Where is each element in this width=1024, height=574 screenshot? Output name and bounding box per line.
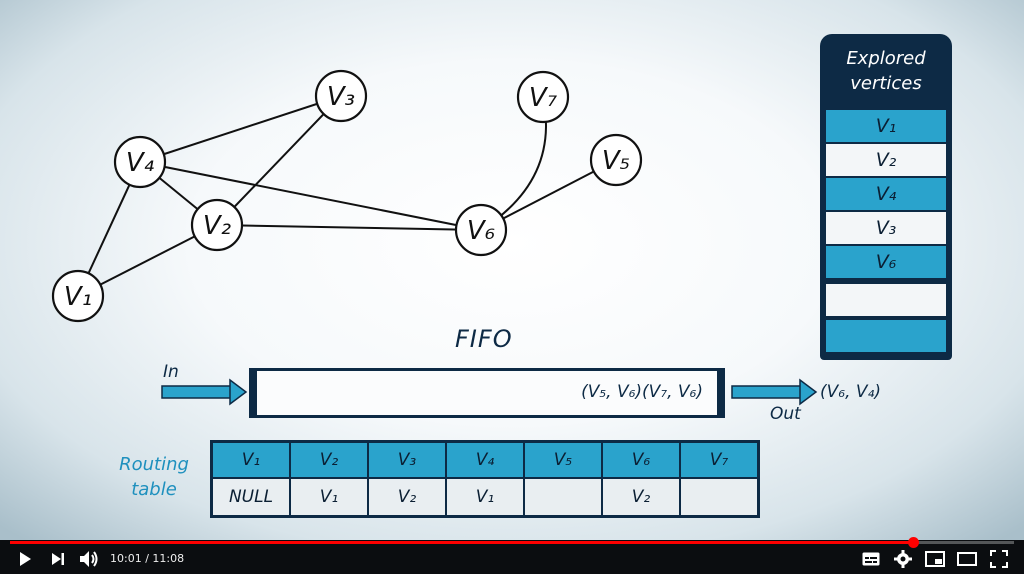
routing-value-cell: V₁ (445, 477, 525, 518)
node-circle (314, 69, 368, 123)
node-circle (454, 203, 508, 257)
routing-label-line2: table (131, 479, 177, 500)
explored-cell: V₃ (826, 212, 946, 244)
fullscreen-icon (990, 550, 1008, 568)
routing-header-cell: V₇ (679, 440, 760, 479)
next-icon (52, 553, 64, 565)
explored-vertices-panel: Explored vertices V₁ V₂ V₄ V₃ V₆ (822, 36, 950, 358)
fifo-queue: (V₅, V₆)(V₇, V₆) (249, 368, 725, 418)
graph-diagram: V₁ V₂ V₃ V₄ V₅ V₆ V₇ (51, 69, 818, 406)
miniplayer-button[interactable] (922, 544, 948, 574)
explored-title-line2: vertices (850, 73, 922, 94)
explored-cell: V₄ (826, 178, 946, 210)
node-v4: V₄ (113, 135, 167, 189)
fullscreen-button[interactable] (986, 544, 1012, 574)
theater-mode-button[interactable] (954, 544, 980, 574)
next-button[interactable] (46, 544, 70, 574)
node-circle (516, 70, 570, 124)
routing-value-cell: V₂ (367, 477, 447, 518)
node-v1: V₁ (51, 269, 105, 323)
node-label: V₂ (203, 211, 231, 241)
mute-button[interactable] (76, 544, 102, 574)
edge-v2-v6 (216, 224, 482, 231)
fifo-out-label: Out (770, 404, 801, 424)
node-label: V₅ (602, 146, 630, 176)
node-v3: V₃ (314, 69, 368, 123)
volume-icon (80, 551, 98, 567)
routing-header-cell: V₁ (210, 440, 291, 479)
subtitles-icon (862, 552, 880, 566)
explored-cell: V₂ (826, 144, 946, 176)
routing-value-cell: NULL (210, 477, 291, 518)
time-display: 10:01 / 11:08 (110, 552, 185, 565)
node-v2: V₂ (190, 198, 244, 252)
progress-played (10, 541, 913, 544)
player-controls: 10:01 / 11:08 (0, 544, 1024, 574)
explored-cell (826, 320, 946, 352)
edge-v4-v3 (139, 95, 342, 163)
edge-v4-v6 (139, 161, 482, 231)
settings-icon (894, 550, 912, 568)
node-circle (589, 133, 643, 187)
node-label: V₁ (64, 282, 92, 312)
node-v7: V₇ (516, 70, 570, 124)
routing-header-row: V₁ V₂ V₃ V₄ V₅ V₆ V₇ (210, 440, 760, 479)
routing-header-cell: V₆ (601, 440, 681, 479)
node-circle (190, 198, 244, 252)
progress-bar[interactable] (10, 537, 1014, 548)
node-v5: V₅ (589, 133, 643, 187)
play-button[interactable] (12, 544, 38, 574)
routing-value-cell: V₁ (289, 477, 369, 518)
settings-button[interactable] (890, 544, 916, 574)
explored-cell: V₆ (826, 246, 946, 278)
fifo-in-label: In (163, 362, 179, 382)
out-arrow (731, 378, 818, 406)
fifo-queue-contents: (V₅, V₆)(V₇, V₆) (581, 382, 703, 402)
node-v6: V₆ (454, 203, 508, 257)
routing-value-row: NULL V₁ V₂ V₁ V₂ (210, 477, 760, 518)
routing-header-cell: V₄ (445, 440, 525, 479)
explored-cell: V₁ (826, 110, 946, 142)
routing-table: V₁ V₂ V₃ V₄ V₅ V₆ V₇ NULL V₁ V₂ V₁ V₂ (210, 440, 760, 518)
subtitles-button[interactable] (858, 544, 884, 574)
routing-value-cell (679, 477, 760, 518)
routing-header-cell: V₂ (289, 440, 369, 479)
in-arrow (161, 378, 248, 406)
node-circle (51, 269, 105, 323)
explored-cell (826, 284, 946, 316)
routing-label-line1: Routing (119, 454, 189, 475)
routing-value-cell (523, 477, 603, 518)
node-label: V₃ (327, 82, 355, 112)
fifo-title: FIFO (455, 325, 513, 353)
scrubber-handle[interactable] (907, 537, 919, 548)
routing-header-cell: V₅ (523, 440, 603, 479)
node-label: V₆ (467, 216, 495, 246)
play-icon (20, 552, 31, 566)
edge-v2-v3 (216, 95, 342, 226)
dequeued-edge: (V₆, V₄) (820, 382, 881, 402)
miniplayer-icon (925, 551, 945, 567)
node-label: V₇ (529, 83, 558, 113)
routing-header-cell: V₃ (367, 440, 447, 479)
node-circle (113, 135, 167, 189)
theater-icon (957, 552, 977, 566)
routing-table-label: Routing table (112, 452, 196, 502)
explored-vertices-title: Explored vertices (822, 46, 950, 96)
node-label: V₄ (126, 148, 155, 178)
routing-value-cell: V₂ (601, 477, 681, 518)
explored-title-line1: Explored (846, 48, 926, 69)
